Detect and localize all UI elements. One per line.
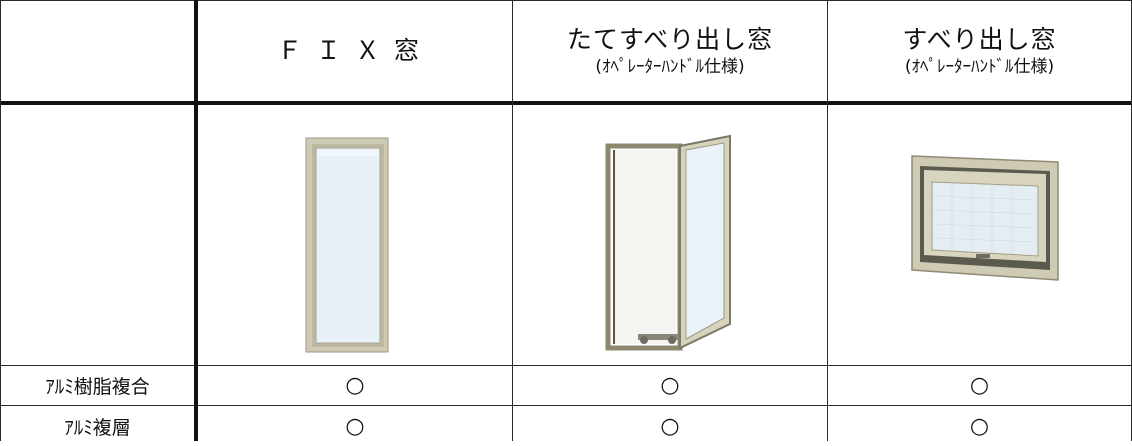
availability-cell: ○ (828, 406, 1131, 446)
fix-window-image (305, 137, 389, 353)
column-title: たてすべり出し窓 (566, 24, 774, 54)
availability-mark: ○ (660, 373, 680, 398)
column-header-vertical-casement: たてすべり出し窓 (ｵﾍﾟﾚｰﾀｰﾊﾝﾄﾞﾙ仕様) (513, 0, 827, 101)
availability-mark: ○ (969, 373, 990, 398)
table-border-top (0, 0, 1132, 1)
availability-cell: ○ (828, 366, 1131, 405)
availability-mark: ○ (660, 413, 680, 439)
vertical-casement-window-image (605, 134, 731, 351)
row-label-text: ｱﾙﾐ樹脂複合 (45, 376, 150, 398)
column-divider (827, 0, 828, 441)
row-label: ｱﾙﾐ複層 (1, 406, 194, 446)
availability-cell: ○ (513, 366, 827, 405)
row-label-text: ｱﾙﾐ複層 (64, 416, 131, 439)
header-divider (0, 101, 1132, 105)
label-column-divider (194, 0, 198, 441)
column-subtitle: (ｵﾍﾟﾚｰﾀｰﾊﾝﾄﾞﾙ仕様) (904, 56, 1055, 77)
availability-mark: ○ (345, 373, 365, 398)
awning-window-image (911, 155, 1059, 281)
column-header-fix: ＦＩＸ窓 (198, 0, 512, 101)
column-subtitle: (ｵﾍﾟﾚｰﾀｰﾊﾝﾄﾞﾙ仕様) (595, 56, 745, 77)
availability-mark: ○ (345, 413, 365, 439)
column-divider (512, 0, 513, 441)
table-border-left (0, 0, 1, 441)
row-divider (0, 405, 1132, 406)
column-title: すべり出し窓 (902, 24, 1057, 54)
column-title: ＦＩＸ窓 (276, 35, 433, 65)
availability-cell: ○ (198, 366, 512, 405)
column-header-awning: すべり出し窓 (ｵﾍﾟﾚｰﾀｰﾊﾝﾄﾞﾙ仕様) (828, 0, 1131, 101)
availability-cell: ○ (198, 406, 512, 446)
availability-mark: ○ (969, 413, 990, 439)
availability-cell: ○ (513, 406, 827, 446)
row-divider (0, 365, 1132, 366)
row-label: ｱﾙﾐ樹脂複合 (1, 366, 194, 405)
